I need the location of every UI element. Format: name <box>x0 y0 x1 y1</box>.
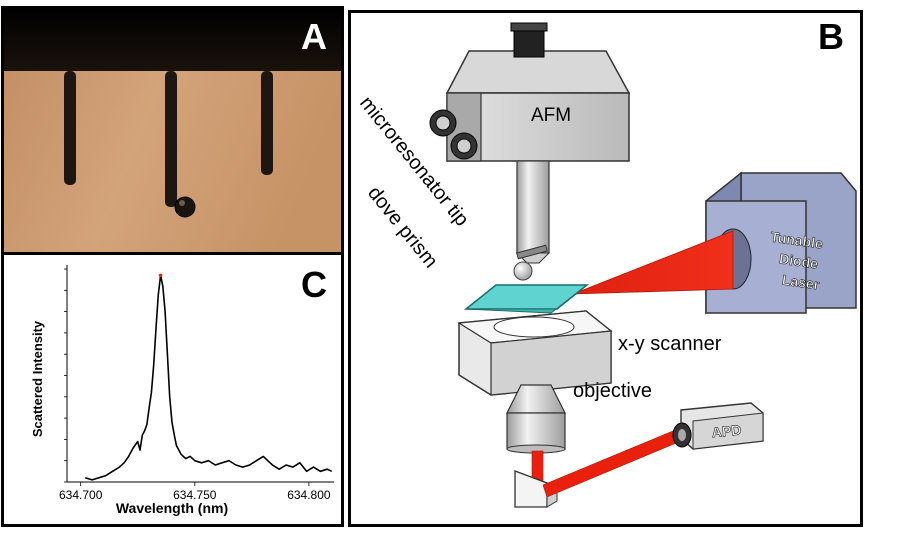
laser-label-line3: Laser <box>781 272 821 293</box>
x-axis-label: Wavelength (nm) <box>116 500 228 516</box>
apd-label: APD <box>711 422 742 441</box>
spectrum-series-line <box>85 274 333 481</box>
laser-label-line1: Tunable <box>770 228 825 251</box>
panel-label-a: A <box>301 16 327 57</box>
laser-beam-cone <box>572 230 734 295</box>
dove-prism <box>463 284 590 314</box>
panel-c-spectrum: 634.700 634.750 634.800 Wavelength (nm) Sc… <box>1 252 344 527</box>
objective-label: objective <box>573 380 652 402</box>
spectrum-chart: 634.700 634.750 634.800 Wavelength (nm) Sc… <box>30 265 334 516</box>
x-tick-label: 634.700 <box>59 488 103 502</box>
peak-marker <box>158 273 163 278</box>
afm-knob-top <box>429 109 457 137</box>
y-axis-label: Scattered Intensity <box>30 320 45 437</box>
microsphere <box>174 196 196 218</box>
xy-scanner <box>457 310 613 396</box>
panel-label-b: B <box>818 16 844 57</box>
panel-label-c: C <box>301 264 327 305</box>
afm-knob-bottom <box>450 132 478 160</box>
afm-probe-shaft <box>513 160 551 281</box>
afm-label: AFM <box>531 105 571 126</box>
micrograph-image <box>4 9 341 255</box>
cantilever-middle <box>165 71 177 207</box>
afm-connector <box>513 26 545 58</box>
afm-head: AFM <box>429 22 631 162</box>
objective-lens <box>506 384 566 454</box>
setup-diagram: AFM Tunable Diode Laser <box>355 22 857 508</box>
apd-detector: APD <box>672 402 764 450</box>
cantilever-right <box>261 71 273 175</box>
microresonator-sphere <box>513 261 533 281</box>
cantilever-left <box>64 71 76 185</box>
panel-b-setup-diagram: AFM Tunable Diode Laser <box>348 10 863 527</box>
panel-a-micrograph: A <box>1 6 344 255</box>
laser-label-line2: Diode <box>778 250 819 271</box>
x-tick-label: 634.800 <box>287 488 331 502</box>
xy-scanner-label: x-y scanner <box>618 333 722 355</box>
x-tick-label: 634.750 <box>173 488 217 502</box>
